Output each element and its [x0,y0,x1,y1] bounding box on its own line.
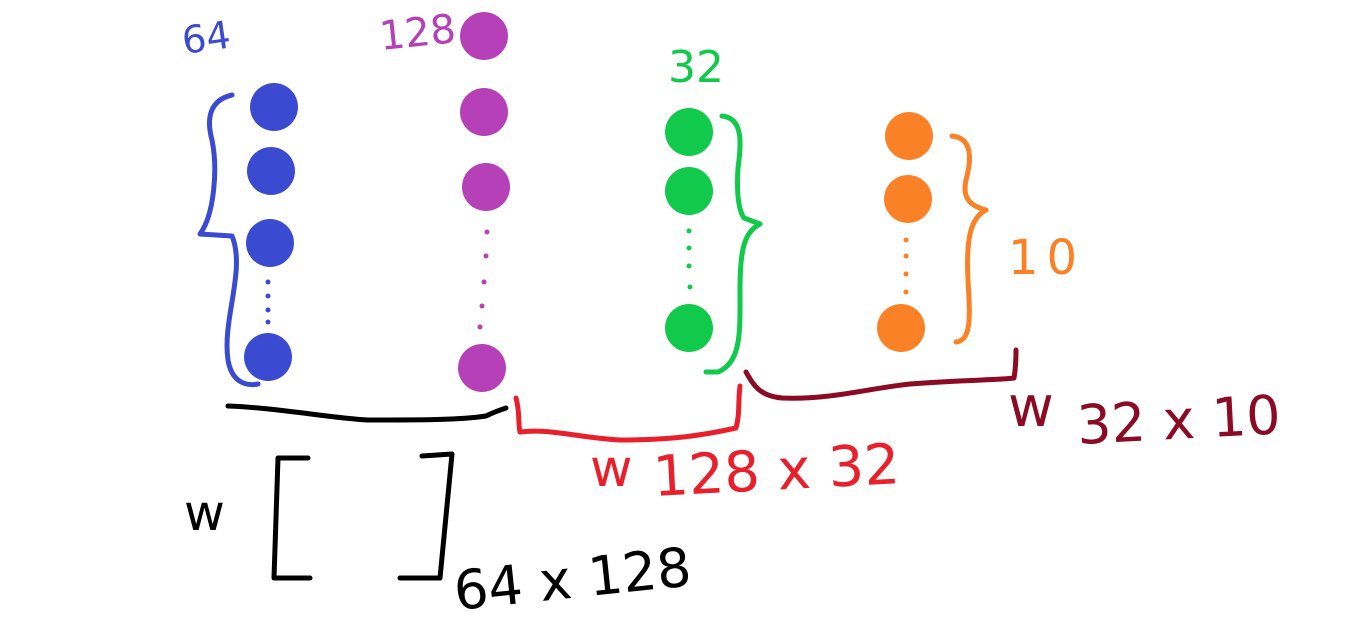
layer-1-size-label: 64 [179,13,233,63]
weight-3-brace [743,347,1019,401]
weight-2-prefix: w [590,439,633,499]
layer-2-node [460,88,508,136]
layer-3-node [665,108,713,156]
layer-4-node [884,175,932,223]
layer-2: 128 [377,6,510,392]
layer-4-node [877,304,925,352]
layer-4-node [885,112,933,160]
layer-2-node [460,12,508,60]
weight-3: w 32 x 10 [743,347,1282,457]
layer-1-brace [197,92,261,388]
layer-1-node [250,83,298,131]
weight-2-brace [513,383,743,443]
weight-2-dims: 128 x 32 [651,432,901,510]
weight-1-prefix: w [184,484,225,542]
layer-1-node [246,219,294,267]
layer-1-ellipsis [265,279,271,325]
weight-1-dims: 64 x 128 [451,535,694,623]
weight-1-right-bracket [397,451,455,581]
layer-2-node [458,344,506,392]
layer-4-brace [949,133,989,345]
layer-3-node [665,304,713,352]
layer-1: 64 [179,13,298,388]
weight-3-prefix: w [1008,375,1054,440]
layer-3-node [665,167,713,215]
layer-1-node [247,147,295,195]
layer-4-size-label: 10 [1008,230,1085,286]
weight-1-brace [225,403,509,423]
layer-3-ellipsis [686,228,693,290]
layer-2-size-label: 128 [377,6,458,60]
layer-3-brace [703,113,763,375]
layer-2-node [462,163,510,211]
layer-2-ellipsis [477,229,490,330]
weight-3-dims: 32 x 10 [1075,383,1282,457]
layer-4: 10 [877,112,1085,352]
layer-3: 32 [665,42,763,375]
layer-4-ellipsis [903,237,909,295]
layer-3-size-label: 32 [668,42,724,93]
weight-1-left-bracket [271,455,313,581]
weight-2: w 128 x 32 [513,383,901,510]
layer-1-node [244,333,292,381]
